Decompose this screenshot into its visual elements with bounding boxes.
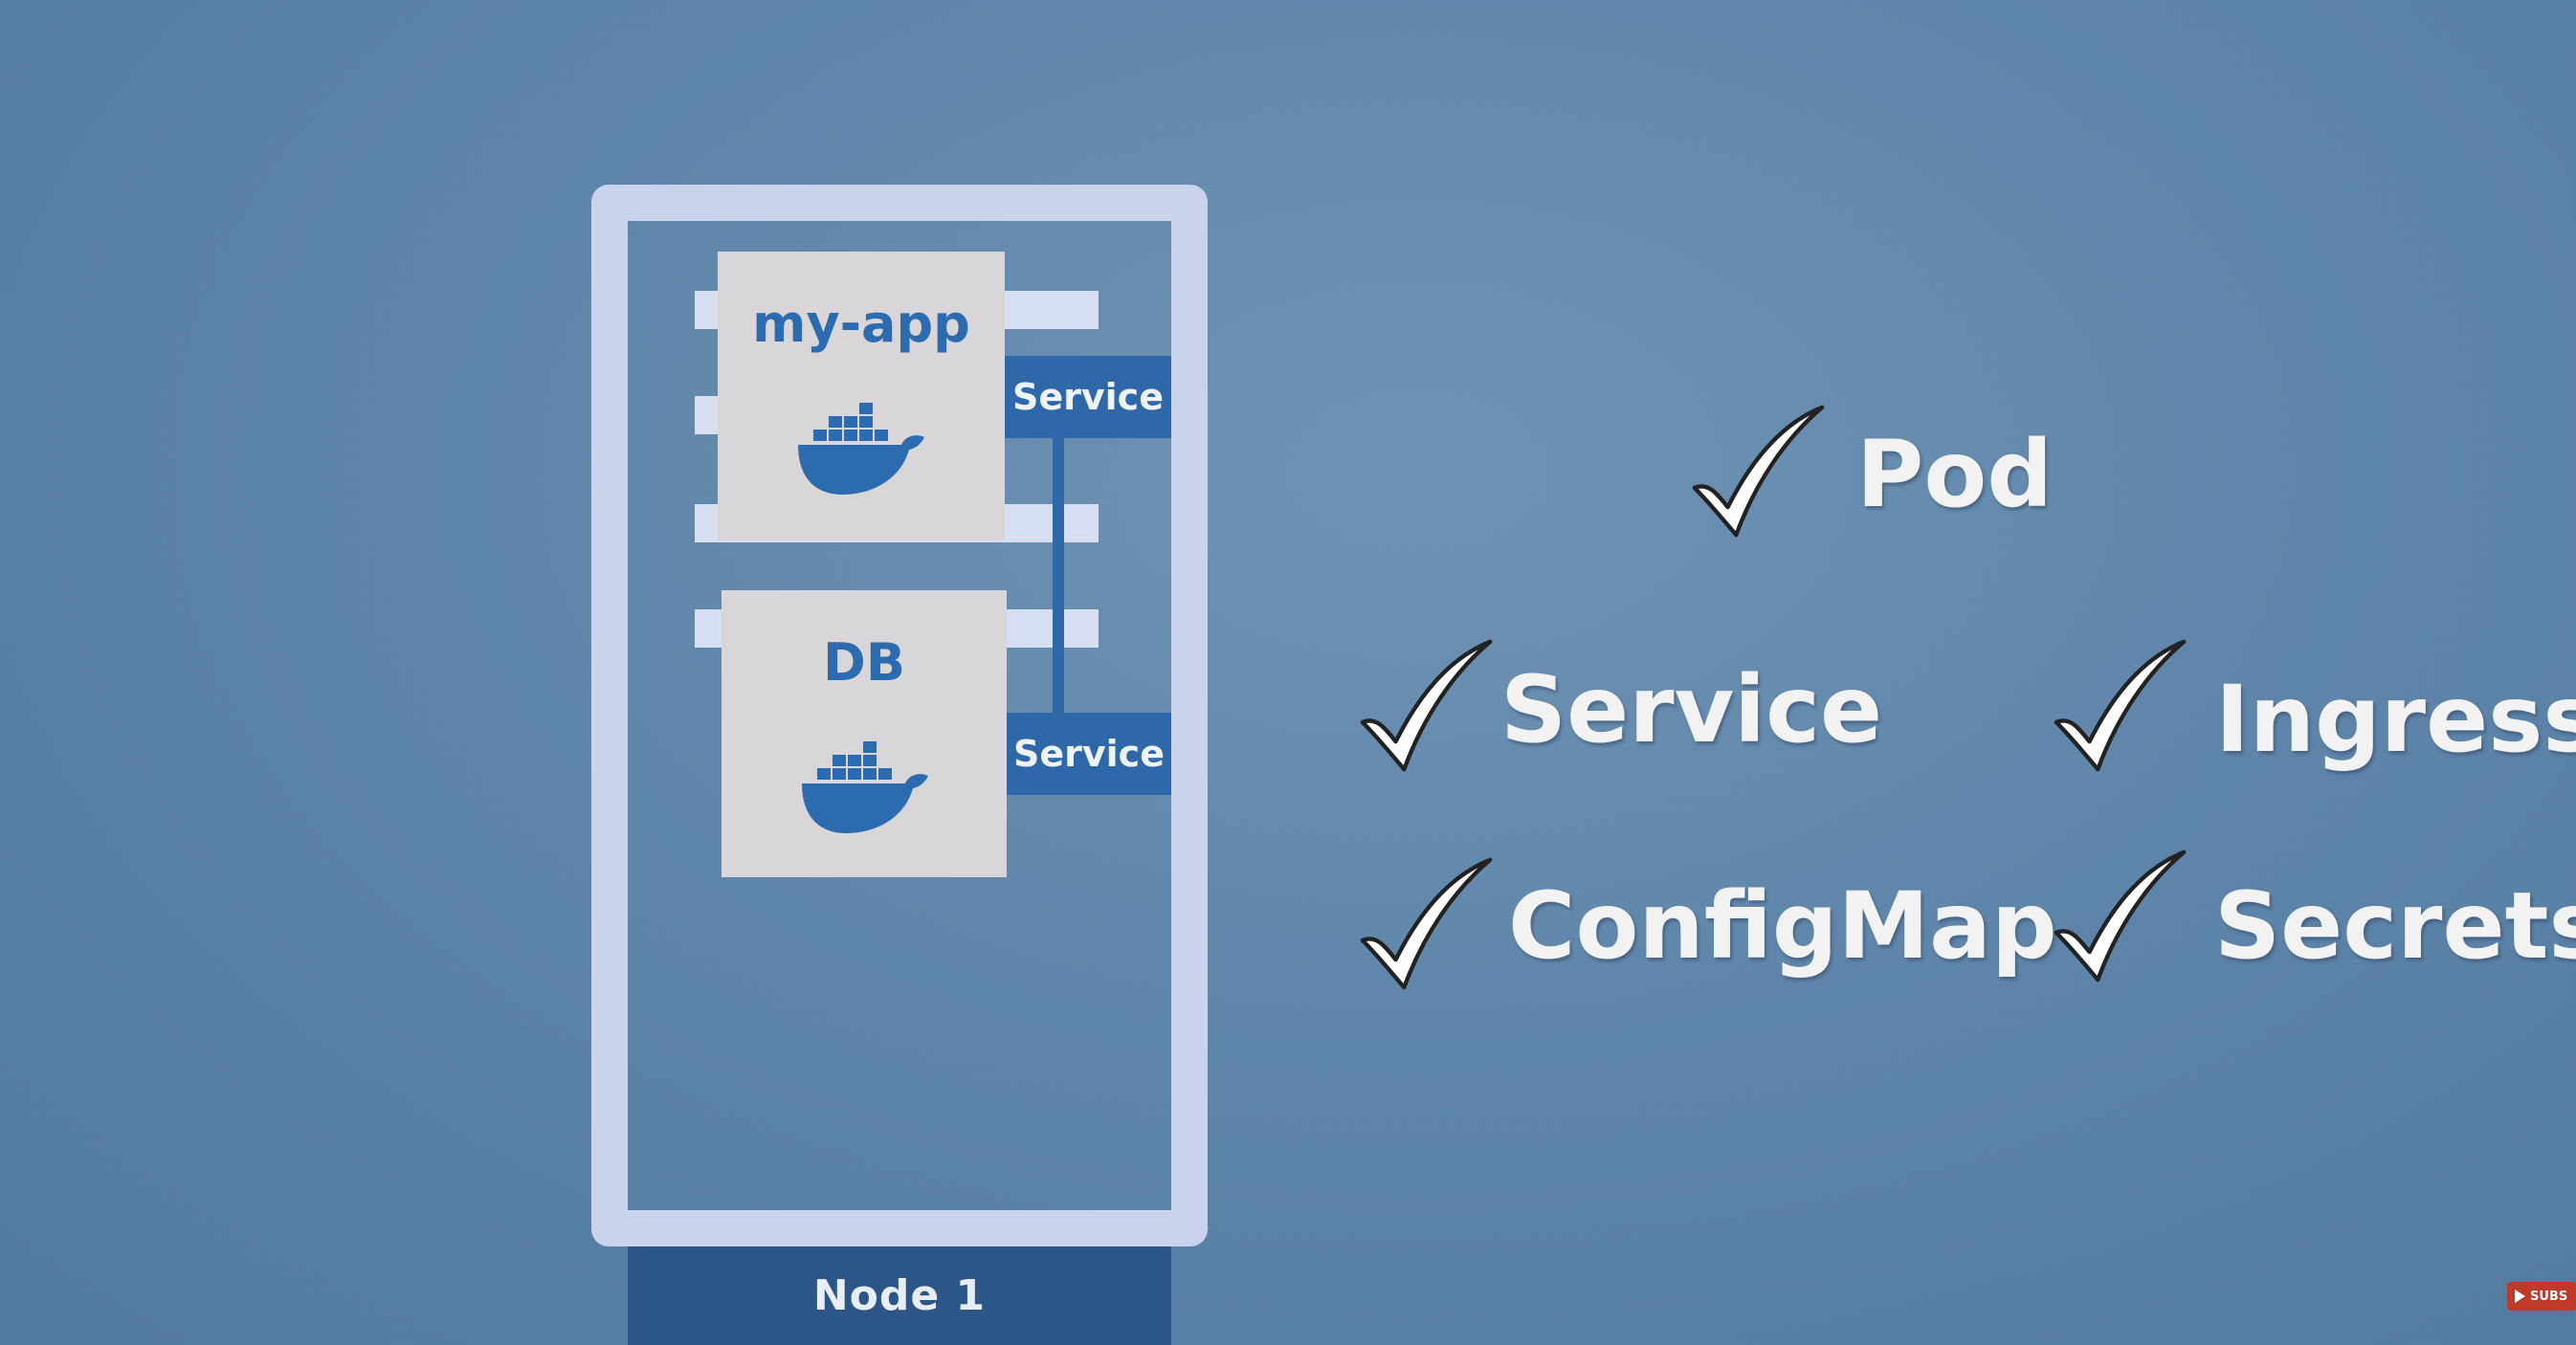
checkmark-icon	[2054, 639, 2187, 772]
pod-db: DB	[722, 590, 1007, 877]
checkmark-icon	[1360, 857, 1493, 990]
play-icon	[2515, 1290, 2525, 1303]
subscribe-button[interactable]: SUBS	[2507, 1282, 2576, 1311]
node-label: Node 1	[628, 1246, 1171, 1345]
node-label-text: Node 1	[812, 1271, 987, 1320]
service-link-line	[1053, 432, 1064, 719]
checkmark-icon	[1692, 405, 1825, 538]
checklist-label-service: Service	[1500, 656, 1883, 763]
checklist-label-secrets: Secrets	[2214, 872, 2576, 980]
checkmark-icon	[2054, 849, 2187, 982]
node-frame	[591, 185, 1208, 1246]
checklist-label-ingress: Ingress	[2215, 666, 2576, 773]
service-box-db: Service	[1007, 713, 1171, 795]
service-box-my-app: Service	[1005, 356, 1171, 438]
pod-title: my-app	[752, 294, 970, 354]
checkmark-icon	[1360, 639, 1493, 772]
pod-title: DB	[823, 632, 905, 693]
docker-whale-icon	[802, 741, 928, 833]
checklist-label-pod: Pod	[1856, 421, 2054, 528]
subscribe-label: SUBS	[2530, 1289, 2568, 1304]
docker-whale-icon	[798, 403, 924, 495]
checklist-label-configmap: ConfigMap	[1508, 872, 2057, 980]
pod-my-app: my-app	[718, 252, 1005, 540]
